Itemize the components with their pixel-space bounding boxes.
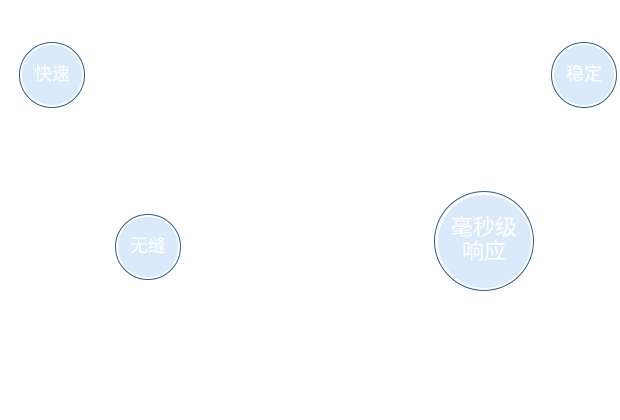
bubble-stable: 稳定 xyxy=(551,42,617,108)
bubble-millisecond-response: 毫秒级 响应 xyxy=(434,191,534,291)
bubble-stable-fill: 稳定 xyxy=(554,45,614,105)
bubble-seamless-fill: 无缝 xyxy=(118,217,178,277)
bubble-millisecond-line2: 响应 xyxy=(461,240,506,265)
bubble-seamless-label: 无缝 xyxy=(130,236,166,258)
bubble-millisecond-line1: 毫秒级 xyxy=(450,215,517,241)
bubble-fast: 快速 xyxy=(19,42,85,108)
bubble-millisecond-response-fill: 毫秒级 响应 xyxy=(437,194,531,288)
bubble-seamless: 无缝 xyxy=(115,214,181,280)
bubble-fast-label: 快速 xyxy=(34,64,70,86)
bubble-stable-label: 稳定 xyxy=(566,64,602,86)
bubble-fast-fill: 快速 xyxy=(22,45,82,105)
